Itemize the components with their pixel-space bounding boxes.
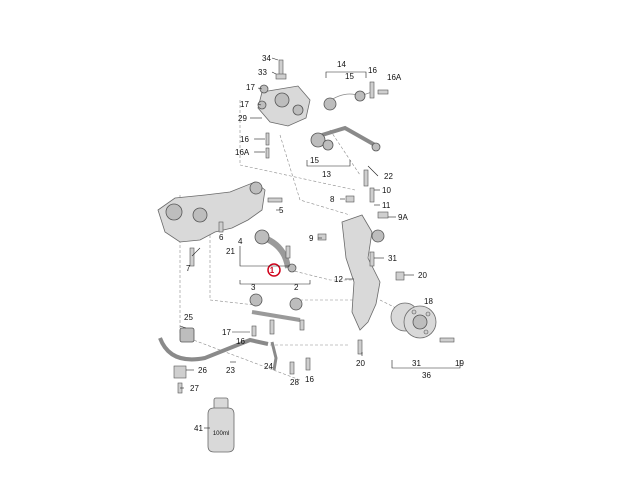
leader-lines bbox=[179, 57, 461, 429]
wheel-bearing-housing bbox=[317, 187, 405, 355]
label-14: 14 bbox=[337, 60, 346, 69]
label-9A: 9A bbox=[398, 213, 408, 222]
label-20: 20 bbox=[356, 359, 365, 368]
label-13: 13 bbox=[322, 170, 331, 179]
label-16: 16 bbox=[368, 66, 377, 75]
label-24: 24 bbox=[264, 362, 273, 371]
label-16: 16 bbox=[305, 375, 314, 384]
label-10: 10 bbox=[382, 186, 391, 195]
transverse-link bbox=[249, 293, 305, 337]
label-36: 36 bbox=[422, 371, 431, 380]
label-31: 31 bbox=[412, 359, 421, 368]
label-23: 23 bbox=[226, 366, 235, 375]
highlight-circle bbox=[267, 263, 281, 277]
label-25: 25 bbox=[184, 313, 193, 322]
label-15: 15 bbox=[310, 156, 319, 165]
label-34: 34 bbox=[262, 54, 271, 63]
label-17: 17 bbox=[246, 83, 255, 92]
part-labels: 34 33 17 17 29 16 16A 14 15 16 16A 15 13… bbox=[184, 54, 464, 433]
label-11: 11 bbox=[382, 201, 391, 210]
label-31: 31 bbox=[388, 254, 397, 263]
label-2: 2 bbox=[294, 283, 299, 292]
label-3: 3 bbox=[251, 283, 256, 292]
subframe bbox=[157, 181, 283, 267]
label-19: 19 bbox=[455, 359, 464, 368]
upper-mount-bracket bbox=[257, 59, 311, 159]
upper-control-links bbox=[310, 81, 389, 187]
label-16A: 16A bbox=[387, 73, 402, 82]
lower-control-arm bbox=[254, 229, 297, 273]
label-1: 1 bbox=[270, 266, 275, 275]
anti-roll-bar bbox=[158, 327, 311, 394]
label-27: 27 bbox=[190, 384, 199, 393]
label-5: 5 bbox=[279, 206, 284, 215]
label-22: 22 bbox=[384, 172, 393, 181]
label-17: 17 bbox=[222, 328, 231, 337]
label-20: 20 bbox=[418, 271, 427, 280]
label-15: 15 bbox=[345, 72, 354, 81]
label-41: 41 bbox=[194, 424, 203, 433]
label-28: 28 bbox=[290, 378, 299, 387]
label-33: 33 bbox=[258, 68, 267, 77]
label-16A: 16A bbox=[235, 148, 250, 157]
label-6: 6 bbox=[219, 233, 224, 242]
label-18: 18 bbox=[424, 297, 433, 306]
label-8: 8 bbox=[330, 195, 335, 204]
label-17: 17 bbox=[240, 100, 249, 109]
label-26: 26 bbox=[198, 366, 207, 375]
label-4: 4 bbox=[238, 237, 243, 246]
label-12: 12 bbox=[334, 275, 343, 284]
label-16: 16 bbox=[240, 135, 249, 144]
label-29: 29 bbox=[238, 114, 247, 123]
label-16: 16 bbox=[236, 337, 245, 346]
label-9: 9 bbox=[309, 234, 314, 243]
lubricant-container: 100ml bbox=[207, 397, 235, 453]
label-21: 21 bbox=[226, 247, 235, 256]
label-7: 7 bbox=[186, 264, 191, 273]
container-label: 100ml bbox=[213, 431, 229, 437]
wheel-hub bbox=[390, 302, 455, 343]
